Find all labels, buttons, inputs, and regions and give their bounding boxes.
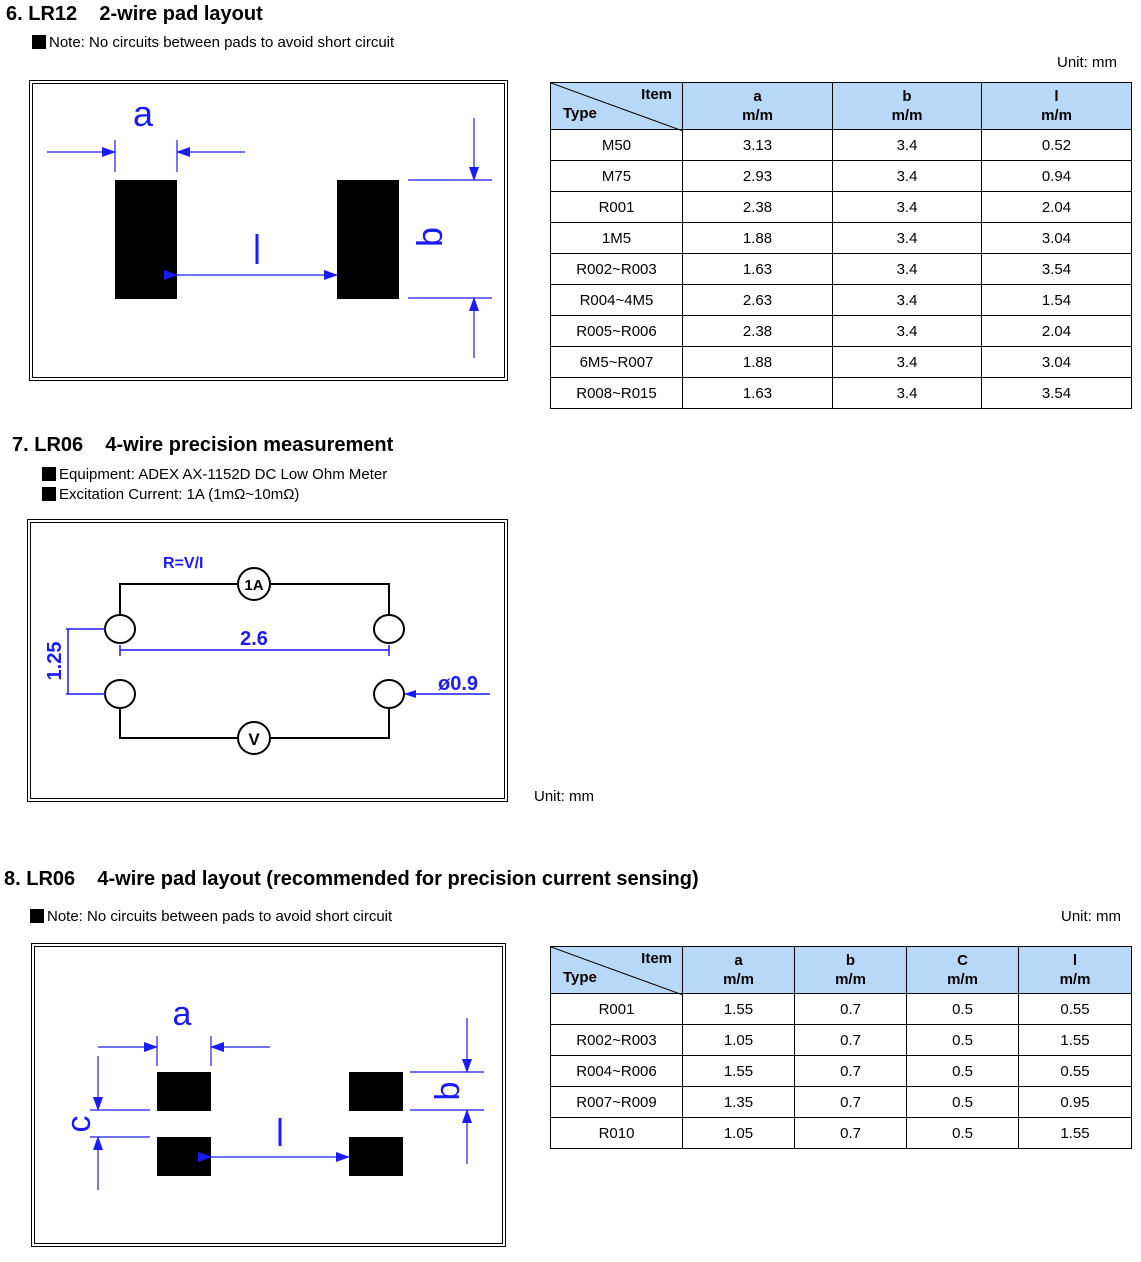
- gap-label: 1.25: [44, 642, 66, 681]
- pad-right: [337, 180, 399, 299]
- section6-note-text: Note: No circuits between pads to avoid …: [49, 34, 395, 51]
- pad-top-right: [349, 1072, 403, 1111]
- header-type-label: Type: [563, 969, 597, 986]
- dim-a-label: a: [133, 93, 154, 134]
- bullet-square-icon: [42, 467, 56, 481]
- section7-equipment: Equipment: ADEX AX-1152D DC Low Ohm Mete…: [42, 466, 387, 483]
- probe-bottom-left: [104, 679, 136, 709]
- section7-diagram-frame: [27, 519, 508, 802]
- diagonal-line: [551, 947, 683, 995]
- probe-bottom-right: [373, 679, 405, 709]
- pad-top-left: [157, 1072, 211, 1111]
- probe-top-left: [104, 614, 136, 644]
- section7-excitation-text: Excitation Current: 1A (1mΩ~10mΩ): [59, 486, 300, 503]
- formula-label: R=V/I: [163, 555, 203, 572]
- dim-b-label: b: [429, 1082, 467, 1101]
- pad-bottom-left: [157, 1137, 211, 1176]
- dim-a-label: a: [173, 995, 192, 1033]
- diagonal-line: [551, 83, 683, 131]
- bullet-square-icon: [32, 35, 46, 49]
- section6-unit: Unit: mm: [1057, 54, 1117, 71]
- dim-c-label: c: [60, 1116, 98, 1133]
- section8-note-text: Note: No circuits between pads to avoid …: [47, 908, 393, 925]
- section7-unit: Unit: mm: [534, 788, 594, 805]
- section8-diagram-frame: [31, 943, 506, 1247]
- section8-title: 8. LR06 4-wire pad layout (recommended f…: [4, 868, 699, 890]
- section7-diagram: R=V/I 1A V 2.6 1.25 ø0.9: [44, 555, 490, 755]
- ammeter-label: 1A: [244, 577, 263, 594]
- pad-bottom-right: [349, 1137, 403, 1176]
- dim-b-label: b: [409, 227, 450, 247]
- voltmeter-label: V: [248, 730, 260, 749]
- header-type-item: Item Type: [550, 946, 683, 995]
- header-type-label: Type: [563, 105, 597, 122]
- section6-note: Note: No circuits between pads to avoid …: [32, 34, 394, 51]
- section6-title: 6. LR12 2-wire pad layout: [6, 3, 263, 25]
- header-item-label: Item: [641, 950, 672, 967]
- section7-excitation: Excitation Current: 1A (1mΩ~10mΩ): [42, 486, 299, 503]
- bullet-square-icon: [30, 909, 44, 923]
- header-item-label: Item: [641, 86, 672, 103]
- section7-title: 7. LR06 4-wire precision measurement: [12, 434, 394, 456]
- probe-top-right: [373, 614, 405, 644]
- ammeter-icon: [237, 567, 271, 601]
- header-type-item: Item Type: [550, 82, 683, 131]
- pad-left: [115, 180, 177, 299]
- bullet-square-icon: [42, 487, 56, 501]
- section8-note: Note: No circuits between pads to avoid …: [30, 908, 392, 925]
- spacing-label: 2.6: [240, 628, 268, 650]
- section7-equipment-text: Equipment: ADEX AX-1152D DC Low Ohm Mete…: [59, 466, 388, 483]
- diameter-label: ø0.9: [438, 673, 478, 695]
- section8-unit: Unit: mm: [1061, 908, 1121, 925]
- section8-diagram: a c b: [60, 995, 484, 1190]
- section6-diagram-frame: [29, 80, 508, 381]
- voltmeter-icon: [237, 721, 271, 755]
- section6-diagram: a b: [47, 93, 492, 358]
